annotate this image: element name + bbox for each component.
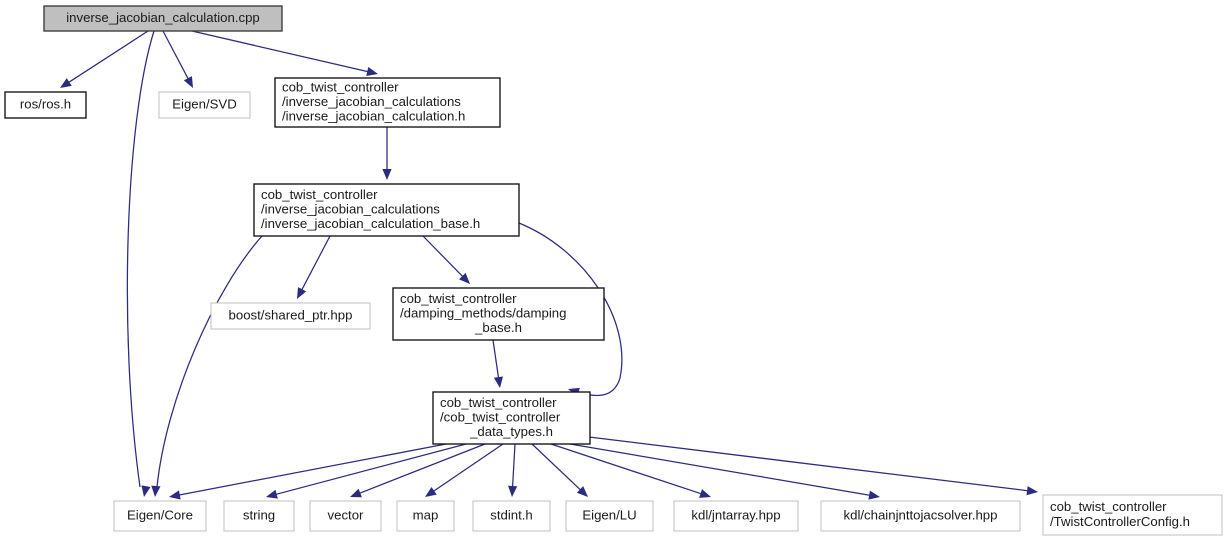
node-box [396, 500, 455, 532]
graph-edge [433, 443, 504, 492]
graph-edge [68, 30, 149, 83]
node-box [565, 500, 654, 532]
graph-edge [531, 443, 581, 491]
graph-edge [191, 30, 368, 73]
graph-edge [156, 235, 263, 488]
node-label: string [243, 507, 275, 522]
edge-arrowhead [382, 169, 392, 180]
node-label: Eigen/LU [582, 507, 636, 522]
node-label: cob_twist_controller [1050, 499, 1167, 514]
node-label: /inverse_jacobian_calculations [282, 94, 461, 109]
graph-node-eigen_svd[interactable]: Eigen/SVD [158, 91, 251, 119]
edge-arrowhead [183, 76, 193, 88]
graph-edge [511, 443, 516, 487]
node-box [673, 500, 799, 532]
graph-node-ijc_h[interactable]: cob_twist_controller/inverse_jacobian_ca… [274, 77, 501, 128]
node-label: /damping_methods/damping [400, 305, 566, 320]
graph-edge [301, 235, 331, 290]
graph-node-eigen_lu[interactable]: Eigen/LU [565, 500, 654, 532]
graph-nodes: inverse_jacobian_calculation.cpp ros/ros.… [4, 5, 1223, 536]
node-box [4, 91, 87, 119]
edge-arrowhead [508, 485, 518, 497]
edge-arrowhead [493, 376, 503, 388]
edge-arrowhead [350, 488, 362, 498]
graph-node-kdl_jntarray[interactable]: kdl/jntarray.hpp [673, 500, 799, 532]
graph-node-damping_base_h[interactable]: cob_twist_controller/damping_methods/dam… [392, 287, 605, 341]
graph-edge [518, 222, 623, 397]
graph-node-vector[interactable]: vector [309, 500, 382, 532]
graph-node-map[interactable]: map [396, 500, 455, 532]
edge-arrowhead [297, 287, 307, 299]
graph-edge [422, 235, 464, 277]
edge-arrowhead [576, 486, 588, 497]
node-label: Eigen/Core [127, 507, 193, 522]
graph-node-kdl_chainjnttojacsolver[interactable]: kdl/chainjnttojacsolver.hpp [820, 500, 1021, 532]
graph-edge [126, 30, 155, 488]
graph-edge [275, 443, 467, 495]
graph-node-stdint_h[interactable]: stdint.h [472, 500, 551, 532]
graph-edge [569, 443, 870, 496]
node-label: Eigen/SVD [172, 96, 237, 111]
node-label: cob_twist_controller [282, 79, 399, 94]
edge-arrowhead [60, 78, 72, 88]
node-label: /TwistControllerConfig.h [1050, 514, 1190, 529]
node-box [274, 77, 501, 128]
edge-arrowhead [141, 485, 151, 497]
node-label: vector [328, 507, 365, 522]
graph-edge [550, 443, 702, 495]
node-label: ros/ros.h [20, 96, 71, 111]
edge-arrowhead [1026, 486, 1038, 496]
graph-edge [179, 443, 447, 496]
graph-edges [60, 30, 1038, 500]
node-label: kdl/chainjnttojacsolver.hpp [844, 507, 998, 522]
graph-edge [492, 339, 500, 378]
edge-arrowhead [425, 487, 437, 497]
edge-arrowhead [366, 67, 378, 77]
node-label: _data_types.h [469, 424, 553, 439]
node-label: kdl/jntarray.hpp [691, 507, 780, 522]
node-label: cob_twist_controller [440, 395, 557, 410]
node-label: _base.h [474, 320, 522, 335]
node-label: boost/shared_ptr.hpp [229, 307, 353, 322]
node-label: /inverse_jacobian_calculation.h [282, 109, 465, 124]
node-box [210, 302, 371, 330]
node-box [392, 287, 605, 341]
graph-node-data_types_h[interactable]: cob_twist_controller/cob_twist_controlle… [432, 391, 591, 445]
node-label: inverse_jacobian_calculation.cpp [66, 10, 260, 25]
node-box [113, 500, 207, 532]
graph-edge [359, 443, 486, 494]
graph-edge [588, 436, 1028, 492]
node-label: /inverse_jacobian_calculation_base.h [261, 216, 480, 231]
edge-arrowhead [151, 485, 161, 497]
edge-arrowhead [868, 490, 880, 500]
graph-node-ijc_base_h[interactable]: cob_twist_controller/inverse_jacobian_ca… [253, 183, 520, 237]
edge-arrowhead [169, 490, 181, 500]
edge-arrowhead [459, 272, 470, 284]
node-label: /inverse_jacobian_calculations [261, 201, 440, 216]
node-box [472, 500, 551, 532]
node-label: cob_twist_controller [400, 291, 517, 306]
node-label: map [413, 507, 439, 522]
node-box [432, 391, 591, 445]
graph-node-string[interactable]: string [223, 500, 295, 532]
node-label: /cob_twist_controller [440, 409, 561, 424]
graph-node-twist_controller_config[interactable]: cob_twist_controller/TwistControllerConf… [1042, 494, 1223, 536]
node-label: stdint.h [490, 507, 533, 522]
graph-node-ros_ros_h[interactable]: ros/ros.h [4, 91, 87, 119]
node-label: cob_twist_controller [261, 187, 378, 202]
node-box [223, 500, 295, 532]
node-box [253, 183, 520, 237]
node-box [1042, 494, 1223, 536]
graph-edge [162, 30, 189, 79]
node-box [309, 500, 382, 532]
graph-node-boost_shared_ptr[interactable]: boost/shared_ptr.hpp [210, 302, 371, 330]
graph-node-eigen_core[interactable]: Eigen/Core [113, 500, 207, 532]
node-box [820, 500, 1021, 532]
node-box [43, 5, 283, 32]
node-box [158, 91, 251, 119]
edge-arrowhead [699, 489, 711, 498]
graph-node-root[interactable]: inverse_jacobian_calculation.cpp [43, 5, 283, 32]
edge-arrowhead [266, 489, 278, 499]
